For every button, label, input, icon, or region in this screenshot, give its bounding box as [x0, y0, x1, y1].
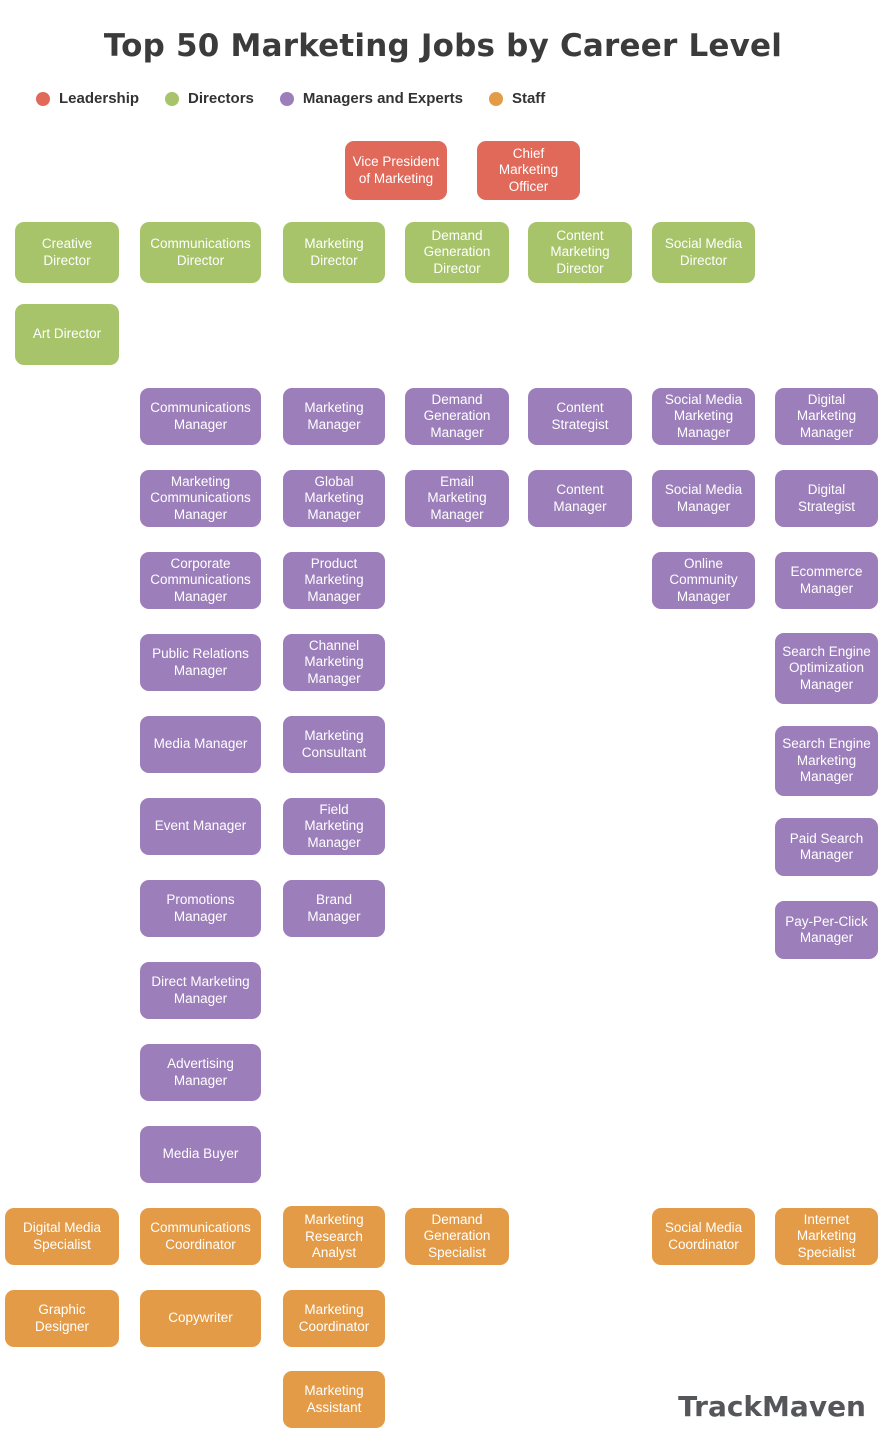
- legend-label-leadership: Leadership: [59, 90, 140, 107]
- job-digital-strategist: Digital Strategist: [775, 470, 878, 527]
- job-media-manager: Media Manager: [140, 716, 261, 773]
- job-field-marketing-manager: Field Marketing Manager: [283, 798, 385, 855]
- job-social-media-manager: Social Media Manager: [652, 470, 755, 527]
- job-demand-generation-director: Demand Generation Director: [405, 222, 509, 283]
- job-pay-per-click-manager: Pay-Per-Click Manager: [775, 901, 878, 959]
- job-search-engine-marketing-manager: Search Engine Marketing Manager: [775, 726, 878, 796]
- job-copywriter: Copywriter: [140, 1290, 261, 1347]
- legend-dot-leadership: [36, 91, 50, 106]
- job-demand-generation-specialist: Demand Generation Specialist: [405, 1208, 509, 1265]
- job-direct-marketing-manager: Direct Marketing Manager: [140, 962, 261, 1019]
- legend-item-staff: Staff: [488, 90, 546, 107]
- job-email-marketing-manager: Email Marketing Manager: [405, 470, 509, 527]
- trackmaven-logo: TrackMaven: [678, 1390, 866, 1423]
- job-promotions-manager: Promotions Manager: [140, 880, 261, 937]
- job-content-strategist: Content Strategist: [528, 388, 632, 445]
- job-digital-marketing-manager: Digital Marketing Manager: [775, 388, 878, 445]
- job-marketing-assistant: Marketing Assistant: [283, 1371, 385, 1428]
- job-chief-marketing-officer: Chief Marketing Officer: [477, 141, 580, 200]
- job-online-community-manager: Online Community Manager: [652, 552, 755, 609]
- page-title: Top 50 Marketing Jobs by Career Level: [103, 28, 783, 64]
- legend-label-staff: Staff: [511, 90, 546, 107]
- job-social-media-marketing-manager: Social Media Marketing Manager: [652, 388, 755, 445]
- legend: Leadership Directors Managers and Expert…: [36, 90, 545, 107]
- job-art-director: Art Director: [15, 304, 119, 365]
- job-vice-president-of-marketing: Vice President of Marketing: [345, 141, 447, 200]
- job-event-manager: Event Manager: [140, 798, 261, 855]
- job-internet-marketing-specialist: Internet Marketing Specialist: [775, 1208, 878, 1265]
- job-product-marketing-manager: Product Marketing Manager: [283, 552, 385, 609]
- job-advertising-manager: Advertising Manager: [140, 1044, 261, 1101]
- job-communications-coordinator: Communications Coordinator: [140, 1208, 261, 1265]
- job-corporate-communications-manager: Corporate Communications Manager: [140, 552, 261, 609]
- job-marketing-manager: Marketing Manager: [283, 388, 385, 445]
- legend-item-leadership: Leadership: [36, 90, 139, 107]
- job-creative-director: Creative Director: [15, 222, 119, 283]
- job-marketing-coordinator: Marketing Coordinator: [283, 1290, 385, 1347]
- job-communications-manager: Communications Manager: [140, 388, 261, 445]
- job-marketing-research-analyst: Marketing Research Analyst: [283, 1206, 385, 1268]
- legend-dot-directors: [165, 91, 180, 106]
- job-social-media-coordinator: Social Media Coordinator: [652, 1208, 755, 1265]
- legend-item-managers: Managers and Experts: [279, 90, 463, 107]
- legend-item-directors: Directors: [165, 90, 254, 107]
- legend-label-directors: Directors: [188, 90, 254, 107]
- legend-label-managers: Managers and Experts: [302, 90, 463, 107]
- job-social-media-director: Social Media Director: [652, 222, 755, 283]
- job-paid-search-manager: Paid Search Manager: [775, 818, 878, 876]
- job-digital-media-specialist: Digital Media Specialist: [5, 1208, 119, 1265]
- job-brand-manager: Brand Manager: [283, 880, 385, 937]
- job-marketing-consultant: Marketing Consultant: [283, 716, 385, 773]
- job-global-marketing-manager: Global Marketing Manager: [283, 470, 385, 527]
- job-marketing-communications-manager: Marketing Communications Manager: [140, 470, 261, 527]
- legend-dot-staff: [488, 91, 503, 106]
- job-communications-director: Communications Director: [140, 222, 261, 283]
- job-media-buyer: Media Buyer: [140, 1126, 261, 1183]
- job-content-manager: Content Manager: [528, 470, 632, 527]
- job-search-engine-optimization-manager: Search Engine Optimization Manager: [775, 633, 878, 704]
- job-ecommerce-manager: Ecommerce Manager: [775, 552, 878, 609]
- legend-dot-managers: [279, 91, 294, 106]
- job-channel-marketing-manager: Channel Marketing Manager: [283, 634, 385, 691]
- job-public-relations-manager: Public Relations Manager: [140, 634, 261, 691]
- job-graphic-designer: Graphic Designer: [5, 1290, 119, 1347]
- job-marketing-director: Marketing Director: [283, 222, 385, 283]
- job-demand-generation-manager: Demand Generation Manager: [405, 388, 509, 445]
- job-content-marketing-director: Content Marketing Director: [528, 222, 632, 283]
